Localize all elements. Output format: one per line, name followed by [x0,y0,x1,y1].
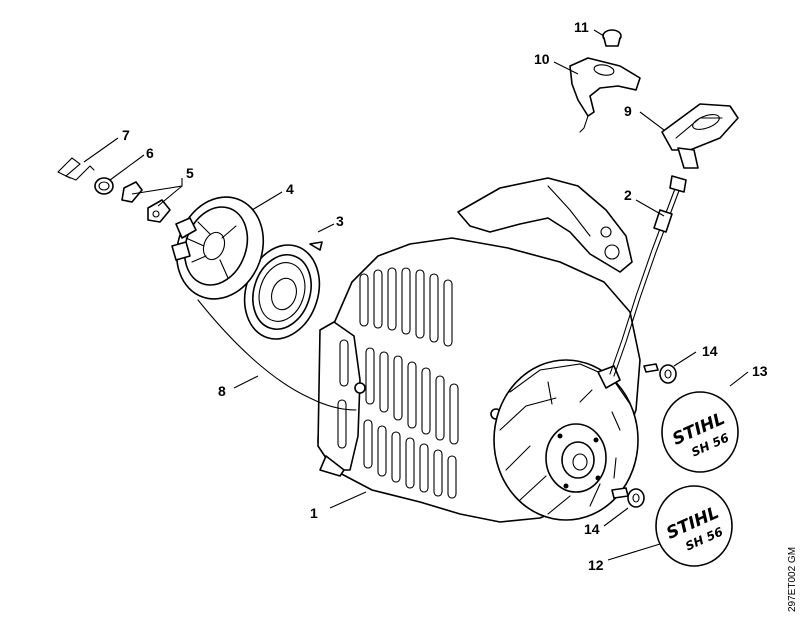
callout-9: 9 [624,103,632,119]
callout-4: 4 [286,181,294,197]
callout-5: 5 [186,165,194,181]
reference-code: 297ET002 GM [787,547,798,612]
screw-lower [611,487,645,508]
callout-8: 8 [218,383,226,399]
handle-cover [661,103,739,169]
badge-lower: STIHL SH 56 [655,485,733,567]
callout-1: 1 [310,505,318,521]
callout-11: 11 [574,19,589,35]
callout-13: 13 [752,363,768,379]
spring-clip [57,157,95,181]
callout-14-upper: 14 [702,343,718,359]
pawls [121,181,171,223]
washer [94,177,114,195]
grip-cap [602,29,622,47]
callout-12: 12 [588,557,604,573]
callout-10: 10 [534,51,550,67]
callout-14-lower: 14 [584,521,600,537]
starter-rope [197,299,357,411]
rope-rotor [171,196,265,300]
leader-lines [83,29,749,561]
badge-upper: STIHL SH 56 [661,391,739,473]
callout-labels: 1 2 3 4 5 6 7 8 9 10 11 12 13 14 14 [122,19,768,573]
starter-grip [569,57,641,133]
fan-housing [317,177,641,523]
throttle-cable [609,175,687,377]
callout-3: 3 [336,213,344,229]
cooling-slots [337,267,459,499]
rewind-spring [243,241,323,340]
screw-upper [643,363,677,384]
fan-grille [493,359,639,521]
callout-6: 6 [146,145,154,161]
callout-2: 2 [624,187,632,203]
callout-7: 7 [122,127,130,143]
